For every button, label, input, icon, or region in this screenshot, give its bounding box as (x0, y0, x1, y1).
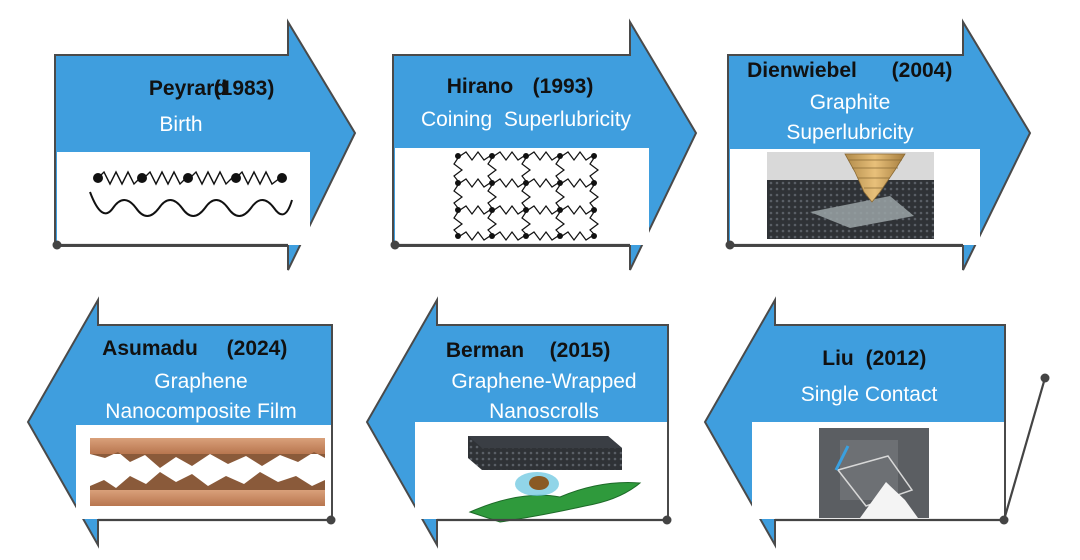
timeline-node-2 (390, 240, 400, 250)
milestone-1-author: Peyrard (149, 77, 227, 100)
milestone-6-topic-line-2: Nanocomposite Film (105, 400, 296, 423)
spring-lattice-illustration (453, 151, 599, 241)
milestone-4-author: Liu (822, 347, 854, 370)
milestone-5-topic-line-2: Nanoscrolls (489, 400, 599, 423)
milestone-2-topic: Coining Superlubricity (421, 108, 632, 131)
svg-text:(2024): (2024) (227, 337, 288, 360)
milestone-1-year: (1983) (214, 77, 275, 100)
milestone-1-white-panel (57, 152, 310, 245)
timeline-segment-4 (775, 373, 1050, 525)
svg-text:Liu: Liu (822, 347, 854, 370)
timeline-node-connector-end (1040, 373, 1050, 383)
tip-on-graphite-illustration (767, 152, 934, 239)
milestone-4-topic: Single Contact (801, 383, 938, 406)
milestone-2-year: (1993) (533, 75, 594, 98)
milestone-6-year: (2024) (227, 337, 288, 360)
timeline-segment-3 (725, 240, 963, 250)
timeline-segment-2 (390, 240, 630, 250)
milestone-3-topic-line-1: Graphite (810, 91, 891, 114)
milestone-5-author: Berman (446, 339, 524, 362)
milestone-1: Peyrard (1983) Birth (52, 18, 357, 271)
frenkel-kontorova-illustration (89, 170, 293, 217)
nanocomposite-film-illustration (90, 438, 325, 506)
timeline-node-3 (725, 240, 735, 250)
svg-text:Peyrard: Peyrard (149, 77, 227, 100)
milestone-6-author: Asumadu (102, 337, 198, 360)
milestone-5-topic-line-1: Graphene-Wrapped (451, 370, 636, 393)
timeline-node-1 (52, 240, 62, 250)
milestone-2-author: Hirano (447, 75, 514, 98)
timeline-segment-6 (98, 515, 336, 525)
milestone-3-year: (2004) (892, 59, 953, 82)
timeline-node-4 (999, 515, 1009, 525)
milestone-3-author: Dienwiebel (747, 59, 857, 82)
svg-text:Berman: Berman (446, 339, 524, 362)
svg-text:(2015): (2015) (550, 339, 611, 362)
milestone-6-topic-line-1: Graphene (154, 370, 247, 393)
milestone-6: Asumadu (2024) Graphene Nanocomposite Fi… (26, 296, 336, 549)
svg-text:(1993): (1993) (533, 75, 594, 98)
svg-text:(2012): (2012) (866, 347, 927, 370)
timeline-segment-5 (437, 515, 672, 525)
svg-text:Dienwiebel: Dienwiebel (747, 59, 857, 82)
milestone-3: Dienwiebel (2004) Graphite Superlubricit… (725, 18, 1032, 271)
nanoscroll-illustration (468, 436, 642, 523)
milestone-3-topic-line-2: Superlubricity (786, 121, 914, 144)
svg-text:(2004): (2004) (892, 59, 953, 82)
svg-text:Hirano: Hirano (447, 75, 514, 98)
milestone-5-year: (2015) (550, 339, 611, 362)
milestone-4-year: (2012) (866, 347, 927, 370)
timeline-node-5 (662, 515, 672, 525)
timeline-node-6 (326, 515, 336, 525)
milestone-5: Berman (2015) Graphene-Wrapped Nanoscrol… (365, 296, 672, 549)
single-contact-illustration (819, 428, 929, 518)
svg-text:Asumadu: Asumadu (102, 337, 198, 360)
milestone-4: Liu (2012) Single Contact (703, 296, 1050, 549)
timeline-segment-1 (52, 240, 288, 250)
milestone-1-topic: Birth (159, 113, 202, 136)
milestone-2: Hirano (1993) Coining Superlubricity (390, 18, 698, 271)
svg-text:(1983): (1983) (214, 77, 275, 100)
